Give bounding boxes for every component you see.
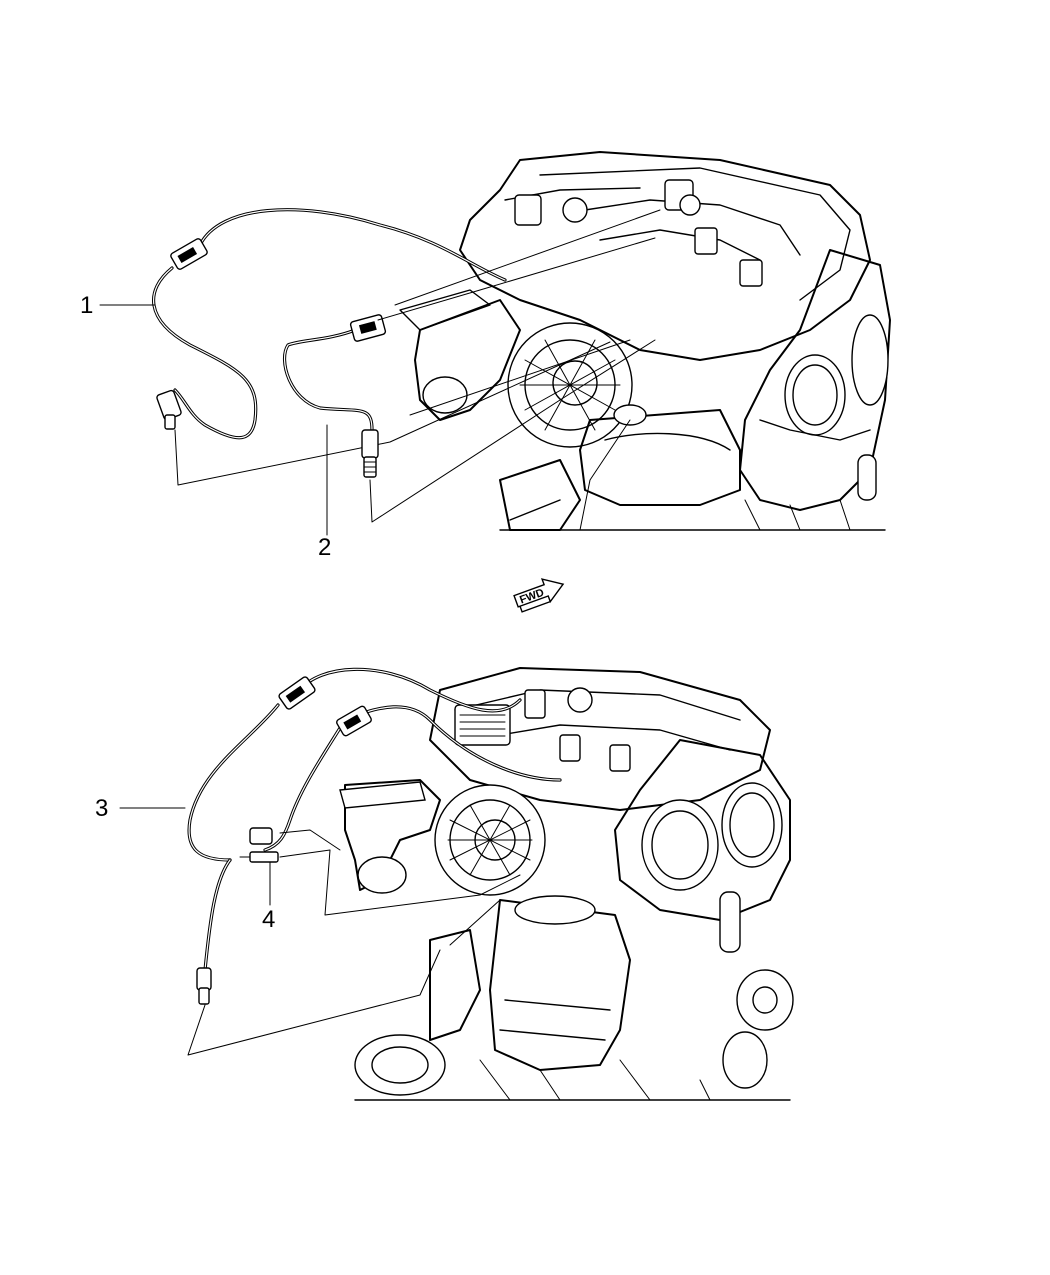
callout-1: 1 [80,292,156,319]
sensor-harness-1 [152,208,611,486]
lower-engine-illustration [339,667,794,1101]
connector-icon [336,705,372,737]
sensor-harness-3 [187,667,522,1056]
callout-3: 3 [95,795,186,822]
oxygen-sensor-4 [239,705,562,916]
upper-engine-illustration [399,151,891,531]
fwd-label: FWD [518,587,546,607]
connector-icon [170,238,208,270]
callout-3-label: 3 [95,795,108,822]
oxygen-sensor-body-icon [361,429,379,478]
callout-2: 2 [318,424,331,561]
callout-1-label: 1 [80,292,93,319]
temperature-probe-icon [196,967,212,1005]
oxygen-sensor-body-icon [239,827,279,863]
oxygen-sensor-2 [283,237,656,523]
connector-icon [278,676,316,710]
connector-icon [349,314,387,342]
callout-2-label: 2 [318,534,331,561]
fwd-arrow-icon: FWD [513,578,565,613]
callout-4: 4 [262,861,275,933]
callout-4-label: 4 [262,906,275,933]
temperature-probe-icon [156,389,182,430]
